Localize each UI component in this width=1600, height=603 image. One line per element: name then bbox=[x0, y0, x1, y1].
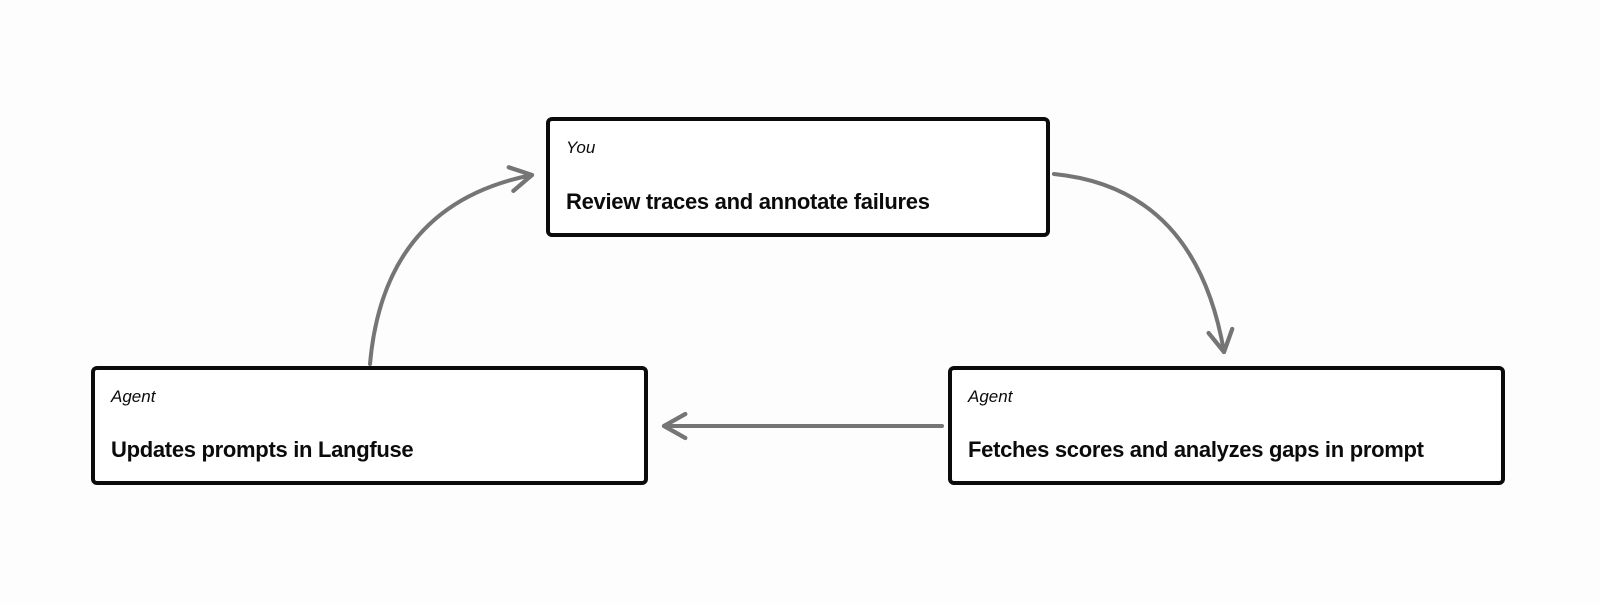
node-role-label: Agent bbox=[111, 387, 156, 406]
node-fetch-scores: Agent Fetches scores and analyzes gaps i… bbox=[948, 366, 1505, 485]
node-review-traces: You Review traces and annotate failures bbox=[546, 117, 1050, 237]
node-title: Fetches scores and analyzes gaps in prom… bbox=[968, 436, 1424, 462]
arrow-update-to-review bbox=[368, 165, 535, 366]
node-role-label: Agent bbox=[968, 387, 1013, 406]
node-title: Updates prompts in Langfuse bbox=[111, 436, 414, 462]
node-title: Review traces and annotate failures bbox=[566, 188, 930, 214]
node-role-label: You bbox=[566, 138, 596, 157]
node-update-prompts: Agent Updates prompts in Langfuse bbox=[91, 366, 648, 485]
arrow-review-to-fetch bbox=[1052, 172, 1235, 355]
